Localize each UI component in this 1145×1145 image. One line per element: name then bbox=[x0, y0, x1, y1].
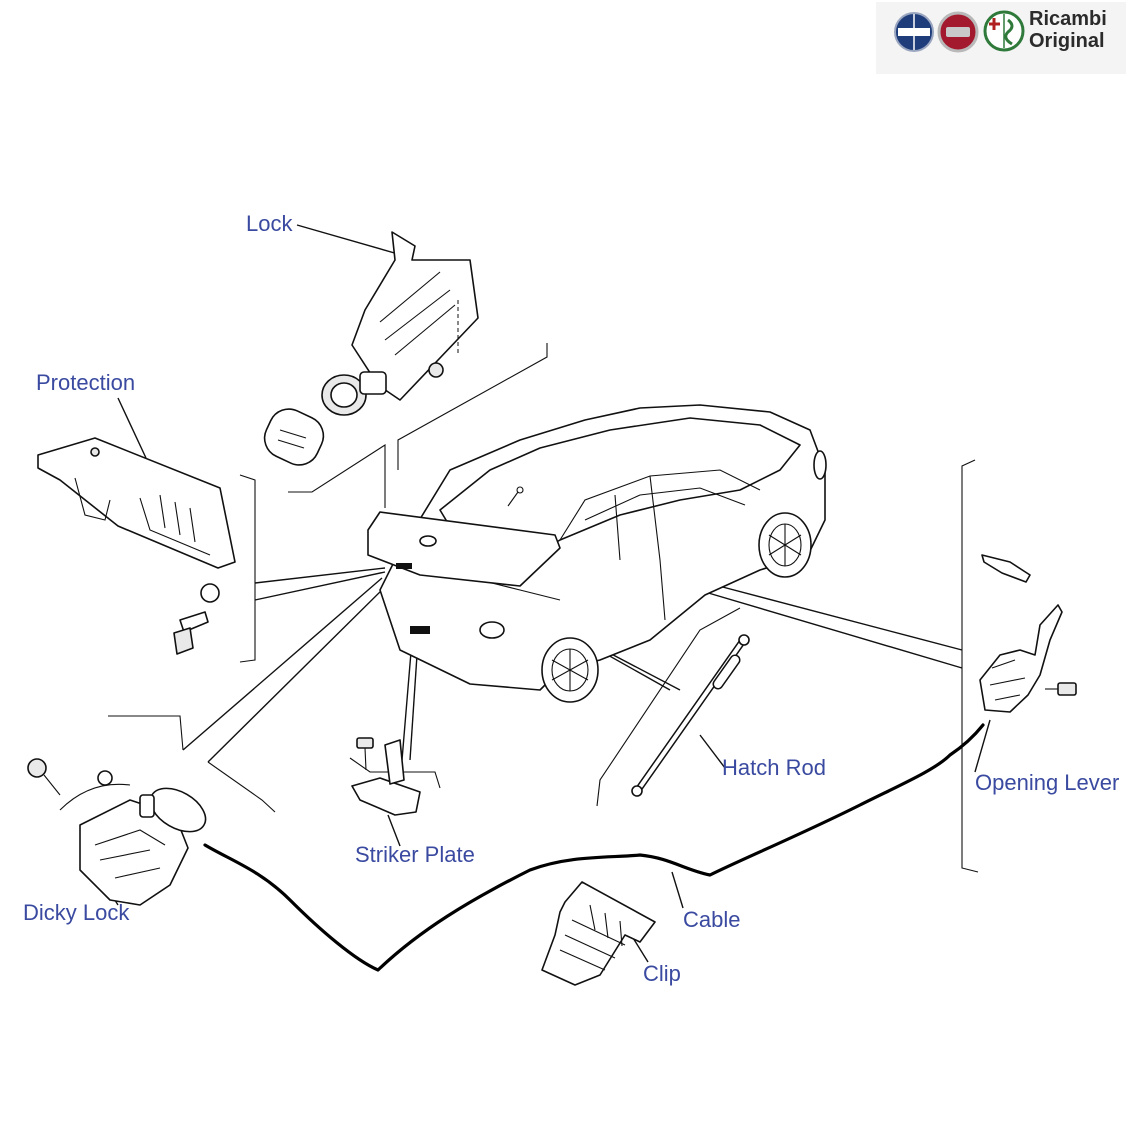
protection-part bbox=[37, 437, 236, 655]
striker-plate-part bbox=[351, 737, 421, 816]
clip-part bbox=[541, 881, 656, 986]
hatch-rod-part bbox=[631, 634, 750, 797]
label-dicky-lock: Dicky Lock bbox=[23, 900, 130, 925]
label-hatch-rod: Hatch Rod bbox=[722, 755, 826, 780]
lock-part bbox=[263, 231, 479, 466]
part-labels: Lock Protection Hatch Rod Opening Lever … bbox=[23, 211, 1119, 986]
front-wheel bbox=[758, 512, 812, 578]
label-protection: Protection bbox=[36, 370, 135, 395]
label-cable: Cable bbox=[683, 907, 740, 932]
rear-wheel bbox=[541, 637, 599, 703]
lancia-logo bbox=[894, 12, 934, 52]
brand-text-line1: Ricambi bbox=[1029, 8, 1107, 30]
cable-part bbox=[203, 723, 985, 972]
alfa-romeo-logo bbox=[983, 10, 1025, 52]
label-clip: Clip bbox=[643, 961, 681, 986]
brand-block: Ricambi Original bbox=[876, 2, 1126, 74]
brand-text-line2: Original bbox=[1029, 30, 1105, 52]
car-illustration bbox=[367, 404, 827, 703]
dicky-lock-part bbox=[27, 758, 207, 906]
label-lock: Lock bbox=[246, 211, 293, 236]
label-opening-lever: Opening Lever bbox=[975, 770, 1119, 795]
opening-lever-part bbox=[979, 554, 1077, 713]
fiat-logo bbox=[937, 11, 979, 53]
label-striker-plate: Striker Plate bbox=[355, 842, 475, 867]
